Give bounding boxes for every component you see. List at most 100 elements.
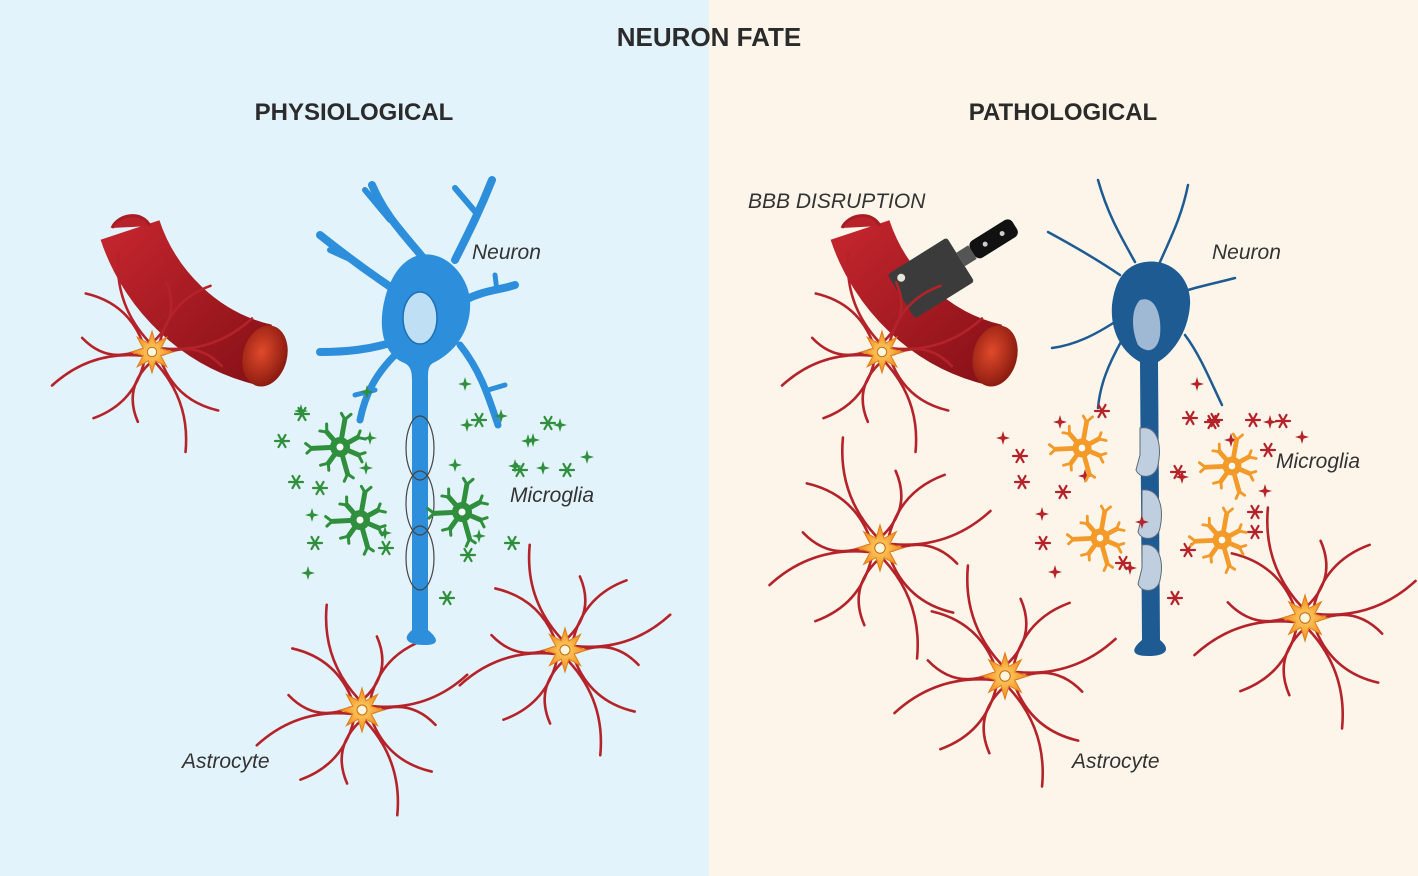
right-microglia-label: Microglia <box>1276 450 1360 473</box>
pathological-heading: PATHOLOGICAL <box>969 99 1157 126</box>
asterisk-icon <box>1114 555 1132 571</box>
star-icon <box>1078 469 1092 483</box>
star-icon <box>1263 415 1277 429</box>
cleaver-icon <box>888 219 1018 318</box>
astrocyte-icon <box>1193 506 1417 730</box>
blood-vessel-icon <box>100 214 288 387</box>
astrocyte-near-vessel <box>780 250 984 454</box>
star-icon <box>360 385 374 399</box>
left-neuron-label: Neuron <box>472 241 541 264</box>
asterisk-icon <box>459 547 477 563</box>
microglia-icon <box>1197 432 1258 500</box>
astrocyte-icon <box>768 436 992 660</box>
pathological-panel <box>709 0 1418 876</box>
star-icon <box>1053 415 1067 429</box>
asterisk-icon <box>1011 448 1029 464</box>
diagram-title: NEURON FATE <box>617 22 801 52</box>
star-icon <box>508 459 522 473</box>
asterisk-icon <box>1093 403 1111 419</box>
star-icon <box>553 418 567 432</box>
star-icon <box>580 450 594 464</box>
asterisk-icon <box>438 590 456 606</box>
physiological-heading: PHYSIOLOGICAL <box>255 99 454 126</box>
star-icon <box>1048 565 1062 579</box>
right-astrocyte-label: Astrocyte <box>1070 750 1160 773</box>
asterisk-icon <box>558 462 576 478</box>
star-icon <box>494 409 508 423</box>
asterisk-icon <box>1246 524 1264 540</box>
asterisk-icon <box>1054 484 1072 500</box>
star-icon <box>1295 430 1309 444</box>
bbb-disruption-label: BBB DISRUPTION <box>748 190 926 213</box>
star-icon <box>1190 377 1204 391</box>
healthy-signal-particles <box>273 377 594 606</box>
microglia-icon <box>304 411 367 483</box>
asterisk-icon <box>1169 464 1187 480</box>
resting-microglia-group <box>304 411 489 556</box>
star-icon <box>536 461 550 475</box>
asterisk-icon <box>1203 414 1221 430</box>
reactive-astrocyte-2 <box>893 564 1117 788</box>
astrocyte-icon <box>255 603 469 817</box>
asterisk-icon <box>287 474 305 490</box>
star-icon <box>521 434 535 448</box>
damaged-neuron <box>1046 178 1237 656</box>
star-icon <box>458 377 472 391</box>
star-icon <box>1123 561 1137 575</box>
microglia-icon <box>1047 414 1108 482</box>
inflammatory-signal-particles <box>996 377 1309 606</box>
astrocyte-near-vessel <box>50 250 254 454</box>
asterisk-icon <box>1034 535 1052 551</box>
reactive-astrocyte-1 <box>768 436 992 660</box>
left-microglia-label: Microglia <box>510 484 594 507</box>
star-icon <box>448 458 462 472</box>
star-icon <box>526 433 540 447</box>
asterisk-icon <box>1259 442 1277 458</box>
astrocyte-icon <box>458 543 672 757</box>
asterisk-icon <box>539 415 557 431</box>
asterisk-icon <box>1244 412 1262 428</box>
asterisk-icon <box>273 433 291 449</box>
star-icon <box>472 529 486 543</box>
asterisk-icon <box>470 412 488 428</box>
astrocyte-left-2 <box>458 543 672 757</box>
asterisk-icon <box>377 540 395 556</box>
star-icon <box>301 566 315 580</box>
star-icon <box>996 431 1010 445</box>
asterisk-icon <box>293 406 311 422</box>
asterisk-icon <box>1181 410 1199 426</box>
microglia-icon <box>324 484 387 556</box>
star-icon <box>359 461 373 475</box>
star-icon <box>1035 507 1049 521</box>
asterisk-icon <box>1246 504 1264 520</box>
star-icon <box>1224 433 1238 447</box>
microglia-icon <box>426 476 489 548</box>
asterisk-icon <box>511 462 529 478</box>
left-astrocyte-label: Astrocyte <box>180 750 270 773</box>
star-icon <box>460 418 474 432</box>
asterisk-icon <box>1166 590 1184 606</box>
activated-microglia-group <box>1047 414 1258 574</box>
microglia-icon <box>1065 504 1126 572</box>
right-neuron-label: Neuron <box>1212 241 1281 264</box>
star-icon <box>378 526 392 540</box>
astrocyte-icon <box>780 250 984 454</box>
healthy-neuron <box>316 176 519 646</box>
star-icon <box>1258 484 1272 498</box>
asterisk-icon <box>503 535 521 551</box>
neuron-icon <box>1046 178 1237 656</box>
reactive-astrocyte-3 <box>1193 506 1417 730</box>
astrocyte-icon <box>50 250 254 454</box>
astrocyte-left-1 <box>255 603 469 817</box>
neuron-icon <box>316 176 519 646</box>
asterisk-icon <box>1013 474 1031 490</box>
astrocyte-icon <box>893 564 1117 788</box>
star-icon <box>363 431 377 445</box>
asterisk-icon <box>311 480 329 496</box>
star-icon <box>1135 515 1149 529</box>
left-blood-vessel <box>100 214 288 387</box>
star-icon <box>305 508 319 522</box>
asterisk-icon <box>306 535 324 551</box>
